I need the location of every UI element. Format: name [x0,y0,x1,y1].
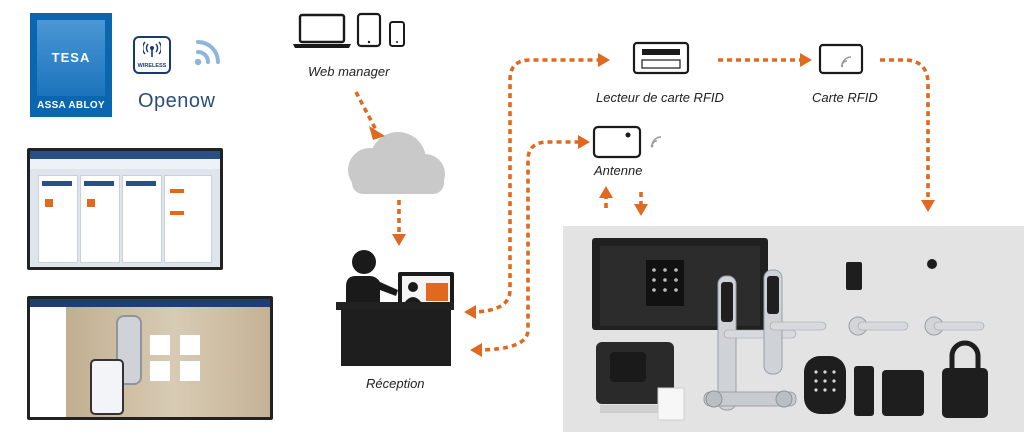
laptop-icon [293,13,351,48]
tesa-logo-panel: TESA [37,20,105,96]
wall-reader-white [657,387,685,421]
wall-reader-black-slim [854,366,874,416]
screen-2-tile [150,361,170,381]
arrowhead-carte [800,53,812,67]
phone-icon [389,21,405,47]
screen-2-tile [180,335,200,355]
arrow-carte-products [880,58,930,198]
reception-desk-top [336,302,454,310]
arrowhead-lecteur [598,53,610,67]
cloud-icon [348,132,445,194]
openow-logo: Openow [138,90,216,112]
screen-1-card-header [42,181,72,186]
screen-1-card [80,175,120,263]
arrowhead-cloud [369,126,385,140]
software-screen-2 [27,296,273,420]
wireless-antenna-icon [143,41,161,57]
screen-2-phone [90,359,124,415]
monitor-icon [398,272,454,310]
tesa-wordmark: TESA [51,50,91,65]
arrowhead-reception-1 [464,305,476,319]
cabinet-lock-icon [596,342,674,413]
safe-icon [592,238,768,330]
tablet-icon [356,12,382,48]
small-reader-icon [846,262,862,290]
rfid-reader-icon [632,41,690,75]
screen-2-tile [150,335,170,355]
lever-handle-1 [848,316,909,336]
screen-1-badge [170,211,184,215]
screen-1-card [122,175,162,263]
cylinder-icon [703,390,797,408]
web-manager-label: Web manager [308,64,390,79]
assa-abloy-wordmark: ASSA ABLOY [37,100,105,111]
lever-handle-2 [924,316,985,336]
antenne-label: Antenne [594,163,643,178]
screen-2-sidebar [30,307,66,417]
tesa-logo: TESA ASSA ABLOY [30,13,112,117]
wireless-logo: WIRELESS [133,36,171,74]
receptionist-icon [346,250,398,302]
screen-1-badge [170,189,184,193]
arrowhead-down [634,204,648,216]
wireless-logo-text: WIRELESS [137,63,167,69]
software-screen-1 [27,148,223,270]
arrowhead-up [599,186,613,198]
arrowhead-products [921,200,935,212]
carte-label: Carte RFID [812,90,878,105]
screen-1-titlebar [30,151,220,159]
antenna-icon [592,125,662,159]
padlock-icon [942,340,988,418]
arrow-webmanager-cloud [354,91,378,131]
screen-1-card [38,175,78,263]
sensor-dot-icon [927,259,937,269]
reception-label: Réception [366,376,425,391]
lecteur-label: Lecteur de carte RFID [596,90,724,105]
arrow-reception-antenne [475,140,580,352]
screen-1-card-header [84,181,114,186]
rfid-card-icon [818,43,864,75]
door-handle-lock-2 [763,269,827,375]
screen-1-card-header [126,181,156,186]
wall-reader-black-square [882,370,924,416]
arrowhead-reception-top [392,234,406,246]
keypad-reader-icon [804,356,846,414]
arrowhead-antenne [578,135,590,149]
wifi-icon [194,40,220,66]
screen-2-titlebar [30,299,270,307]
screen-1-badge [87,199,95,207]
arrow-reception-lecteur [469,58,598,314]
screen-2-tile [180,361,200,381]
arrowheads [369,53,935,357]
arrowhead-reception-2 [470,343,482,357]
screen-1-toolbar [30,159,220,169]
screen-1-badge [45,199,53,207]
reception-desk [341,310,451,366]
